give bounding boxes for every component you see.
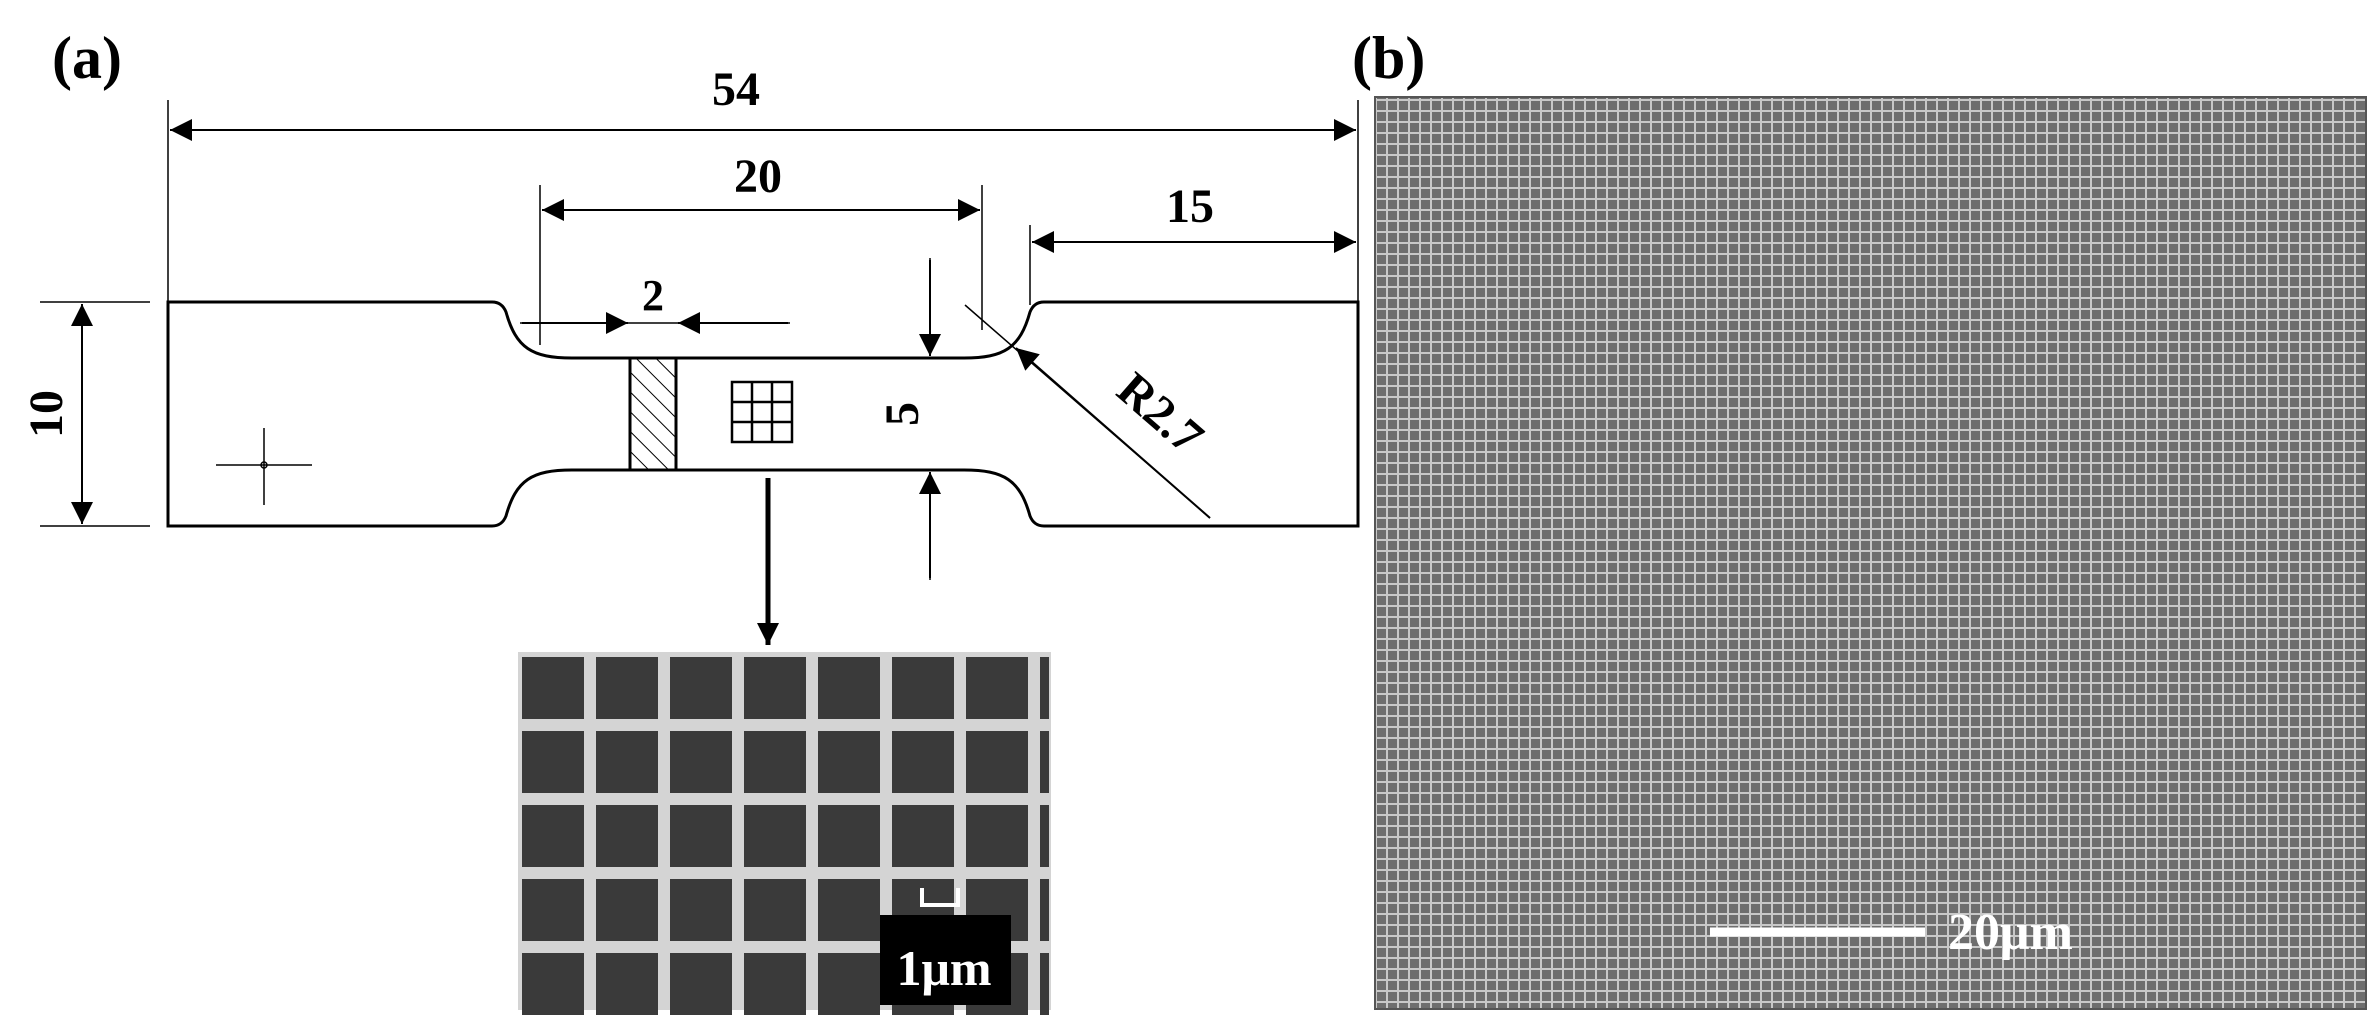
sem-image-border: [1374, 96, 2367, 1010]
inset-grid-square: [892, 805, 954, 867]
inset-scale-label: 1μm: [897, 940, 992, 996]
inset-grid-square: [966, 731, 1028, 793]
dimension-radius: R2.7: [1107, 362, 1213, 464]
inset-grid-square: [670, 731, 732, 793]
inset-grid-square: [966, 805, 1028, 867]
inset-grid-square: [818, 879, 880, 941]
inset-grid-square: [966, 657, 1028, 719]
panel-b-label: (b): [1352, 25, 1425, 91]
grid-symbol: [730, 380, 794, 444]
dimension-strip-width: 2: [642, 271, 664, 320]
inset-grid-square: [744, 805, 806, 867]
panel-b: (b) 20μm: [1352, 25, 2367, 1010]
inset-grid-square: [744, 731, 806, 793]
inset-grid-square: [818, 953, 880, 1015]
sem-image: [1375, 97, 2366, 1009]
inset-scale-box: [880, 915, 1011, 1005]
inset-grid-square: [670, 953, 732, 1015]
inset-grid-square: [596, 879, 658, 941]
inset-grid-square: [522, 657, 584, 719]
inset-grid-square: [596, 657, 658, 719]
inset-grid-square: [522, 879, 584, 941]
inset-grid-square: [1040, 805, 1049, 867]
dimension-width: 10: [20, 390, 73, 438]
inset-grid-square: [892, 657, 954, 719]
inset-scale-bracket: [920, 888, 960, 907]
inset-grid-square: [818, 731, 880, 793]
inset-grid-square: [596, 953, 658, 1015]
inset-grid-square: [818, 805, 880, 867]
panel-a-label: (a): [52, 25, 122, 91]
inset-grid-square: [1040, 879, 1049, 941]
inset-grid-square: [596, 731, 658, 793]
inset-grid-square: [744, 657, 806, 719]
dimension-overall-length: 54: [712, 63, 760, 116]
inset-grid-square: [744, 879, 806, 941]
inset-grid-square: [744, 953, 806, 1015]
inset-grid-square: [522, 953, 584, 1015]
dimension-gauge-length: 20: [734, 150, 782, 203]
hatched-strip: [628, 356, 678, 472]
radius-leader: [1015, 347, 1211, 519]
inset-grid-square: [670, 805, 732, 867]
inset-grid-square: [818, 657, 880, 719]
inset-grid-square: [1040, 657, 1049, 719]
inset-grid-square: [596, 805, 658, 867]
inset-grid-square: [1040, 953, 1049, 1015]
inset-micrograph: 1μm: [518, 652, 1051, 1015]
inset-grid-square: [892, 731, 954, 793]
inset-grid-square: [670, 879, 732, 941]
inset-grid-squares: [522, 657, 1049, 1015]
specimen-outline: [166, 300, 1360, 528]
dimension-gauge-width: 5: [876, 402, 929, 426]
inset-grid-square: [670, 657, 732, 719]
inset-grid-square: [522, 805, 584, 867]
sem-scale-label: 20μm: [1948, 904, 2073, 961]
crosshair-mark: [216, 428, 312, 505]
inset-grid-square: [1040, 731, 1049, 793]
extension-lines: [40, 100, 1359, 580]
dimension-grip-length: 15: [1166, 180, 1214, 233]
panel-a: (a): [20, 25, 1360, 1015]
inset-grid-square: [522, 731, 584, 793]
